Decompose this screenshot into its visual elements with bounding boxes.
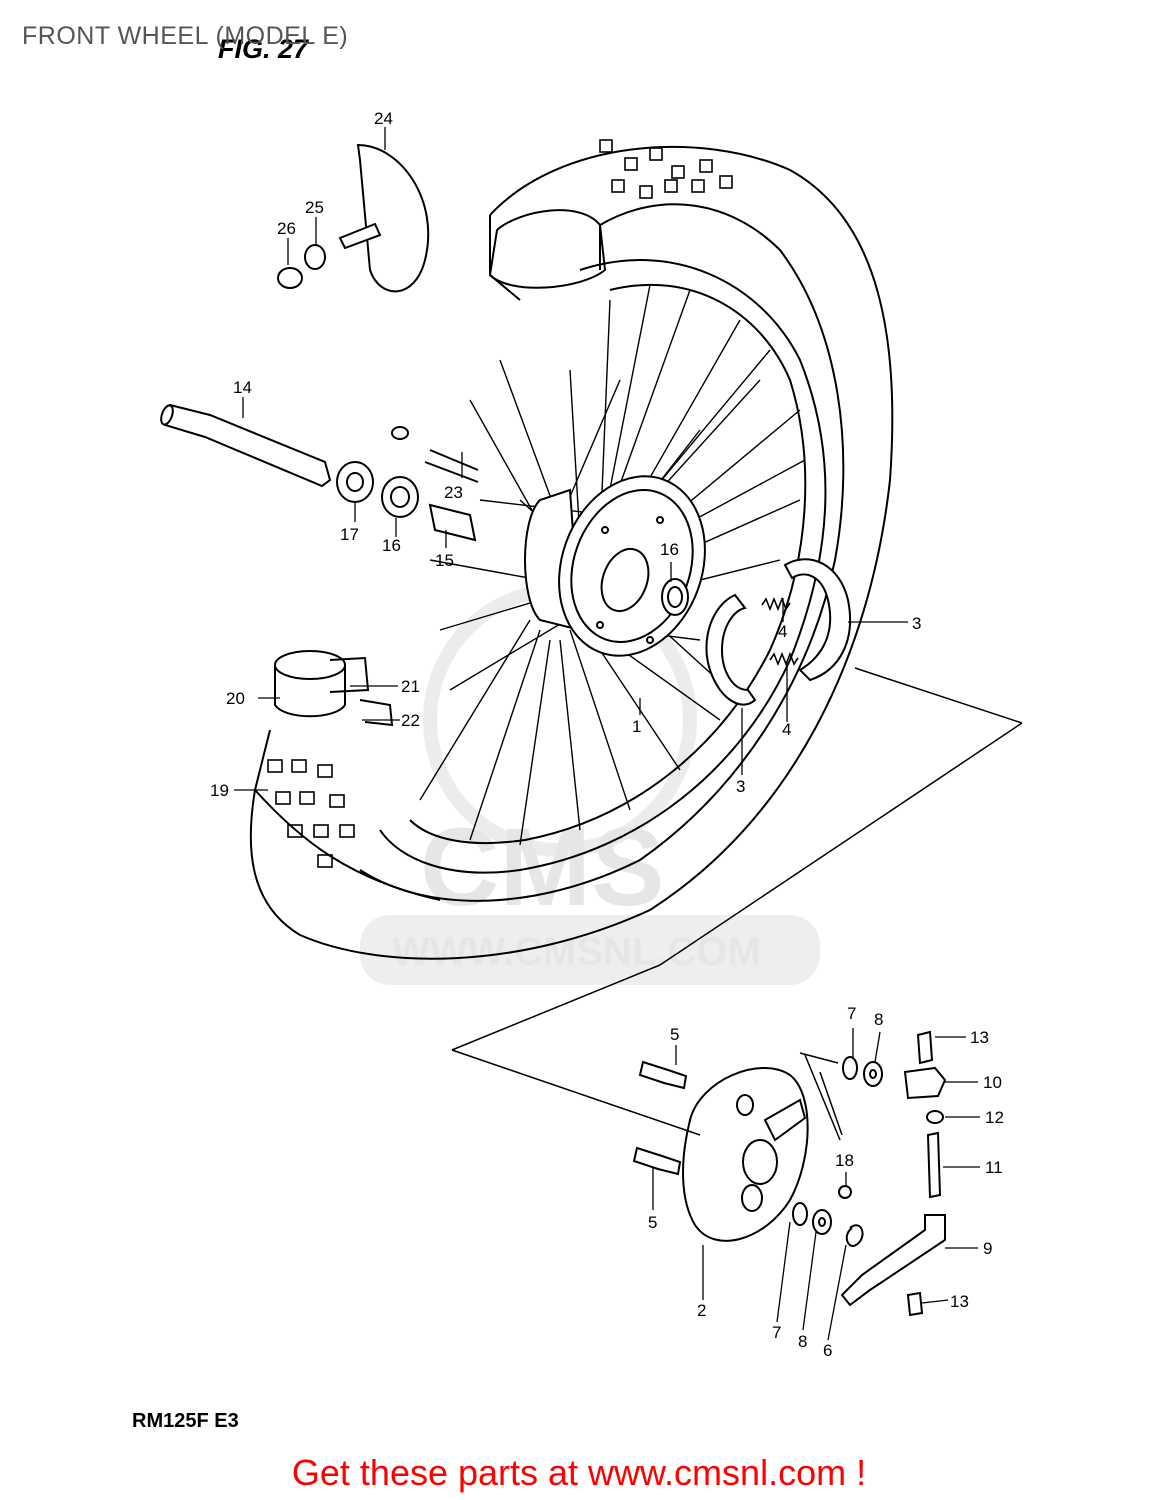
washers[interactable] (792, 1056, 883, 1247)
callout-10: 10 (983, 1073, 1002, 1092)
callout-1: 1 (632, 717, 641, 736)
callout-19: 19 (210, 781, 229, 800)
page-title: FRONT WHEEL (MODEL E) (22, 22, 349, 50)
callout-3-upper: 3 (912, 614, 921, 633)
brake-cam-lever[interactable] (840, 1030, 947, 1317)
callout-21: 21 (401, 677, 420, 696)
watermark-brand: CMS (420, 806, 664, 929)
callout-9: 9 (983, 1239, 992, 1258)
callout-labels: 24 25 26 14 23 17 16 15 16 3 4 4 1 3 20 … (210, 109, 1004, 1360)
callout-12: 12 (985, 1108, 1004, 1127)
exploded-guide-lines (451, 667, 1023, 1141)
tread-blocks-bottom (267, 759, 355, 868)
model-code: RM125F E3 (132, 1410, 239, 1432)
callout-15: 15 (435, 551, 454, 570)
axle[interactable] (159, 403, 332, 488)
callout-16-hub: 16 (660, 540, 679, 559)
callout-6: 6 (823, 1341, 832, 1360)
callout-20: 20 (226, 689, 245, 708)
callout-16-left: 16 (382, 536, 401, 555)
callout-8-lower: 8 (798, 1332, 807, 1351)
tube[interactable] (274, 209, 607, 727)
callout-13-lower: 13 (950, 1292, 969, 1311)
axle-hardware[interactable] (336, 426, 479, 542)
callout-13-upper: 13 (970, 1028, 989, 1047)
rim[interactable] (379, 259, 827, 874)
callout-26: 26 (277, 219, 296, 238)
callout-4-lower: 4 (782, 720, 791, 739)
callout-5-lower: 5 (648, 1213, 657, 1232)
callout-3-lower: 3 (736, 777, 745, 796)
callout-2: 2 (697, 1301, 706, 1320)
callout-24: 24 (374, 109, 393, 128)
callout-4-upper: 4 (778, 622, 787, 641)
watermark: CMS WWW.CMSNL.COM (360, 583, 820, 985)
brake-shoes[interactable] (705, 558, 852, 706)
bolts[interactable] (632, 1060, 852, 1199)
tire[interactable] (249, 139, 894, 960)
callout-25: 25 (305, 198, 324, 217)
callout-18: 18 (835, 1151, 854, 1170)
callout-7-lower: 7 (772, 1323, 781, 1342)
callout-17: 17 (340, 525, 359, 544)
tread-blocks-top (599, 139, 733, 199)
cta-link[interactable]: Get these parts at www.cmsnl.com ! (291, 1452, 867, 1493)
callout-22: 22 (401, 711, 420, 730)
brake-panel[interactable] (682, 1066, 809, 1242)
callout-23: 23 (444, 483, 463, 502)
rim-lock[interactable] (277, 143, 430, 293)
callout-11: 11 (985, 1158, 1003, 1177)
figure-label: FIG. 27 (218, 34, 309, 64)
callout-7-upper: 7 (847, 1004, 856, 1023)
watermark-url: WWW.CMSNL.COM (392, 930, 761, 974)
callout-5-upper: 5 (670, 1025, 679, 1044)
callout-8-upper: 8 (874, 1010, 883, 1029)
hub[interactable] (524, 456, 729, 677)
brake-springs[interactable] (761, 596, 799, 667)
leader-lines (234, 127, 980, 1341)
callout-14: 14 (233, 378, 252, 397)
